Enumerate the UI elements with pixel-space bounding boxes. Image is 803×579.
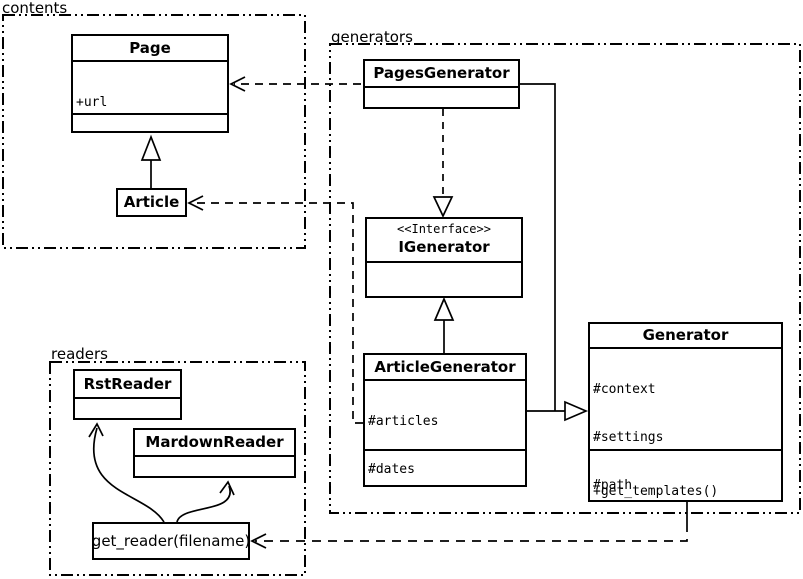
dependency-articlegenerator-article-arrow-icon [187,195,204,211]
package-label-generators: generators [331,28,413,46]
arrow-getreader-mardownreader-line [176,485,231,523]
attribute: +url [76,95,108,110]
arrow-getreader-rstreader-line [92,427,165,523]
class-page-name: Page [129,39,171,57]
class-rstreader-methods: +read() [75,397,180,418]
realization-articlegenerator-igenerator-triangle-icon [433,296,455,321]
arrow-getreader-mardownreader-arrow-icon [219,480,235,496]
dependency-pagesgenerator-page-arrow-icon [229,76,246,92]
dependency-generator-getreader-arrow-icon [250,533,267,549]
class-page-attributes: +url +slug +summary [73,60,227,113]
generators-package-border [329,43,801,514]
generalization-generators-generator-triangle-icon [564,400,589,422]
class-generator-name: Generator [642,326,729,344]
method: +get_templates() [593,484,719,499]
generalization-generators-generator-line [520,83,565,412]
dependency-generator-getreader-line [255,523,688,542]
class-page: Page +url +slug +summary +check_properti… [71,34,229,133]
class-mardownreader-name: MardownReader [145,433,284,451]
class-page-methods: +check_properties() [73,113,227,131]
method: +generate_context() [370,296,521,298]
attribute: #path [593,478,633,493]
readers-package-border [49,361,306,576]
class-article-name: Article [123,193,180,211]
getreader-function-label: get_reader(filename) [92,532,250,550]
arrow-getreader-rstreader-arrow-icon [88,422,104,438]
class-pagesgenerator-attributes: #pages [365,86,518,107]
class-igenerator-stereotype: <<Interface>> [397,222,491,236]
package-label-contents: contents [2,0,68,17]
attribute: #dates [368,462,415,477]
package-label-readers: readers [51,345,108,363]
class-articlegenerator-methods: +generate_feeds() +generate_pages() [365,449,525,485]
attribute: #context [593,382,656,397]
class-generator-attributes: #context #settings #path #theme #output_… [590,347,781,493]
class-mardownreader-methods: +read() [135,455,294,476]
class-articlegenerator-attributes: #articles #dates #tags #categories [365,379,525,477]
class-article: Article [116,188,187,217]
class-articlegenerator-name: ArticleGenerator [374,358,516,376]
attribute: #articles [368,414,439,429]
class-generator-methods: +get_templates() +get_files(path,exclude… [590,449,781,500]
class-igenerator-name: IGenerator [398,238,490,256]
getreader-function-box: get_reader(filename) [92,522,250,560]
class-generator: Generator #context #settings #path #them… [588,322,783,502]
attribute: #settings [593,430,664,445]
class-igenerator-methods: +generate_context() +generate_output() [367,261,521,298]
class-rstreader: RstReader +read() [73,369,182,420]
contents-package-border [2,14,306,249]
class-pagesgenerator: PagesGenerator #pages [363,59,520,109]
class-igenerator: <<Interface>> IGenerator +generate_conte… [365,217,523,298]
class-igenerator-header: <<Interface>> IGenerator [367,219,521,261]
class-mardownreader: MardownReader +read() [133,428,296,478]
class-articlegenerator: ArticleGenerator #articles #dates #tags … [363,353,527,487]
generalization-article-page-triangle-icon [140,134,162,161]
realization-pagesgenerator-igenerator-triangle-icon [432,196,454,218]
class-rstreader-name: RstReader [83,375,172,393]
method: +generate_feeds() [368,484,525,485]
dependency-articlegenerator-article-line [192,202,363,424]
class-pagesgenerator-name: PagesGenerator [373,64,510,82]
